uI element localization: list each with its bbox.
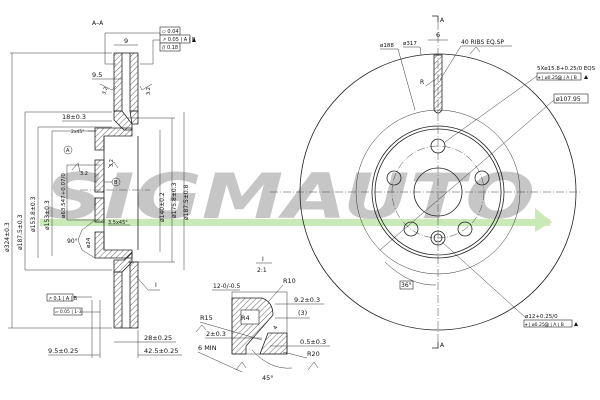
svg-text:↗ 0.05 | A | B: ↗ 0.05 | A | B [162,37,196,43]
outer-ring-left-bottom [113,271,123,329]
dia-24: ø24 [86,237,92,248]
dim-18: 18±0.3 [62,113,86,121]
r20: R20 [307,350,320,358]
dim-0-5: 0.5±0.3 [300,338,326,346]
dim-3: (3) [298,309,307,317]
svg-text:⌖ | ø0.25Ⓜ | A | B: ⌖ | ø0.25Ⓜ | A | B [538,75,577,81]
dim-1758: ø175.8±0.3 [171,182,178,218]
center-bore [413,167,463,217]
svg-text:36°: 36° [401,282,412,289]
dim-28: 28±0.25 [144,334,172,342]
dim-140: ø140±0.2 [159,192,166,222]
surface-left: 3.2 [101,86,109,96]
dim-1875-right: ø187.5±0.8 [183,184,190,220]
outer-ring-right-bottom [129,261,139,329]
section-title: A–A [92,20,104,27]
dim-9: 9 [124,37,128,45]
dim-9-5: 9.5 [92,71,102,79]
dia-317: ø317 [403,41,417,47]
dia-10795-box: ø107.95 [553,93,589,104]
r4: R4 [241,314,250,322]
detail-scale: 2:1 [257,267,267,274]
svg-text:▱ 0.04: ▱ 0.04 [162,29,179,35]
holes-fcf: ⌖ | ø0.25Ⓜ | A | B [536,72,588,81]
section-view: A–A ▱ 0.04 ↗ 0.05 | A | B // 0.18 ø324±0… [4,20,196,358]
fcf-flatness: ▱ 0.05 | 1-3 [53,307,100,316]
svg-text:↗ 0.1 | A | B: ↗ 0.1 | A | B [48,296,77,302]
dim-6354: ø63.547+0.07/0 [61,173,67,218]
chamfer-bottom: 3.5x45° [108,220,128,226]
angle-45: 45° [262,374,274,382]
datum-b: B [114,180,118,186]
dim-9-5-b: 9.5±0.25 [48,347,78,355]
angle-36-box: 36° [399,280,414,290]
datum-a-bubble [63,145,73,155]
svg-text:▱ 0.05 | 1-3: ▱ 0.05 | 1-3 [55,309,82,315]
dim-324: ø324±0.3 [4,222,11,252]
svg-text:// 0.18: // 0.18 [162,45,178,51]
dim-153: ø153±0.3 [44,200,51,230]
datum-a: A [66,148,70,154]
six-min: 6 MIN [198,344,217,352]
detail-callout: I [155,282,157,289]
detail-label: I [262,256,264,263]
watermark-underline [40,219,550,226]
dim-1538: ø153.8±0.3 [30,196,37,232]
rib-slot [433,54,443,114]
outer-rim [299,53,577,331]
ribs-note: 40 RIBS EQ.SP [461,39,504,46]
dim-2: 2±0.3 [206,330,226,338]
r10: R10 [283,277,296,285]
hole-12-note: ø12+0.25/0 [525,314,558,320]
dim-9-2: 9.2±0.3 [294,296,320,304]
fcf-top: ▱ 0.04 ↗ 0.05 | A | B // 0.18 [159,26,196,52]
dim-4: 4 [273,325,280,331]
bolt-holes [386,138,490,246]
outer-ring-right [129,52,139,112]
outer-ring-left [113,52,123,112]
fcf-runout: ↗ 0.1 | A | B [46,293,92,302]
dim-42-5: 42.5±0.25 [144,347,178,355]
surface-right: 3.2 [146,87,152,95]
dim-1875-left: ø187.5±0.3 [17,214,24,250]
watermark: SIGMAUTO [40,160,552,233]
watermark-text: SIGMAUTO [45,160,535,233]
section-marker-bottom: A [440,342,445,349]
holes-note: 5Xø15.8+0.25/0 EQS [537,66,596,72]
radius-r: R [420,79,424,86]
r15: R15 [200,314,213,322]
dim-12: 12-0/-0.5 [213,283,241,290]
front-view: A A 6 ø188 ø317 40 RIBS EQ.SP [270,15,596,349]
svg-text:ø107.95: ø107.95 [556,96,581,103]
surface-mid-right: 3.2 [109,159,115,167]
section-marker-top: A [440,17,445,24]
surface-mid-left: 3.2 [80,171,88,177]
dia-188: ø188 [380,43,394,49]
chamfer-top: 2x45° [71,129,85,135]
locating-hole [430,230,446,246]
hole-12-fcf: ⌖ | ø0.25Ⓜ | A | B [523,319,578,328]
dim-6: 6 [436,31,440,39]
angle-90: 90° [67,238,78,245]
svg-text:⌖ | ø0.25Ⓜ | A | B: ⌖ | ø0.25Ⓜ | A | B [525,322,564,328]
detail-view: I 2:1 12-0/-0.5 R10 9.2±0.3 (3) R4 R15 2… [195,256,330,382]
